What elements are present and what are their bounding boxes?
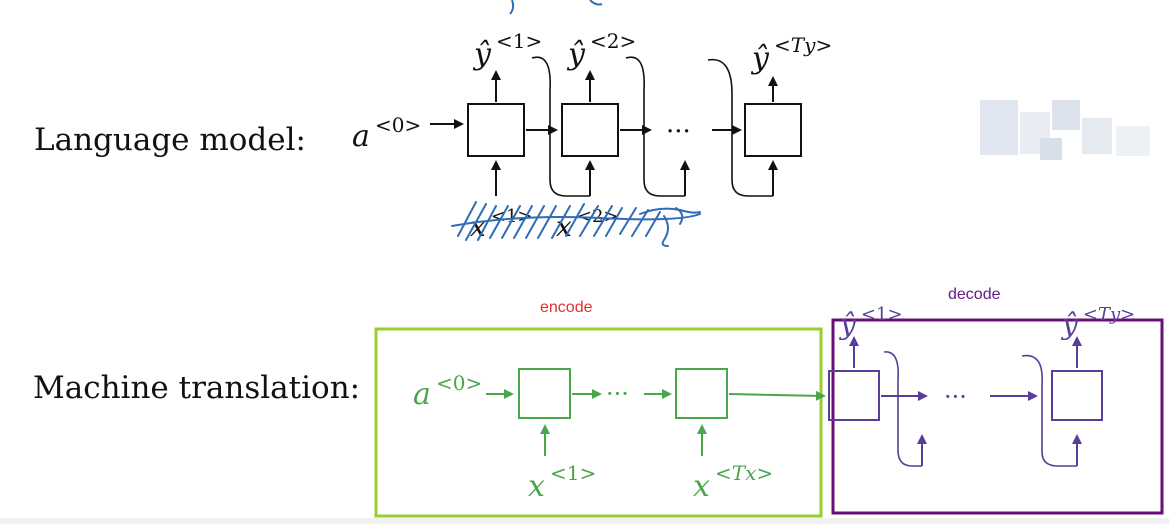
encoder-ellipsis: ···: [606, 380, 629, 408]
encode-label: encode: [540, 299, 593, 316]
lm-y2-label: ŷ <2>: [566, 29, 636, 72]
bottom-band: [0, 518, 1169, 524]
lm-cell-T: [744, 103, 802, 157]
decoder-cell-1: [828, 370, 880, 421]
lm-feedback-curves: [531, 56, 773, 197]
mt-x1-label: x <1>: [528, 461, 596, 504]
decoder-region: [831, 318, 1164, 515]
decode-label: decode: [948, 286, 1001, 303]
decoder-cell-T: [1051, 370, 1103, 421]
lm-ellipsis: ···: [666, 117, 691, 147]
encoder-cell-1: [518, 368, 571, 419]
encoder-to-decoder-arrow: [728, 390, 826, 401]
mt-a0-label: a <0>: [413, 371, 482, 412]
machine-translation-label: Machine translation:: [33, 370, 360, 406]
decoder-feedback-curves: [883, 351, 1077, 467]
mt-xT-label: x <Tx>: [693, 461, 773, 504]
blurred-watermark: [980, 100, 1150, 160]
mt-y1-label: ŷ <1>: [838, 304, 903, 341]
language-model-label: Language model:: [34, 122, 306, 158]
lm-yT-label: ŷ <Ty>: [750, 33, 832, 76]
lm-input-scribble: [451, 201, 701, 247]
lm-x1-label: x <1>: [470, 206, 533, 243]
top-scribble: [509, 0, 603, 15]
mt-yT-label: ŷ <Ty>: [1060, 304, 1135, 341]
lm-y1-label: ŷ <1>: [472, 29, 542, 72]
lm-a0-label: a <0>: [352, 113, 421, 154]
decoder-ellipsis: ···: [944, 383, 967, 411]
lm-cell-1: [467, 103, 525, 157]
lm-cell-2: [561, 103, 619, 157]
encoder-region: [374, 327, 823, 518]
encoder-cell-T: [675, 368, 728, 419]
